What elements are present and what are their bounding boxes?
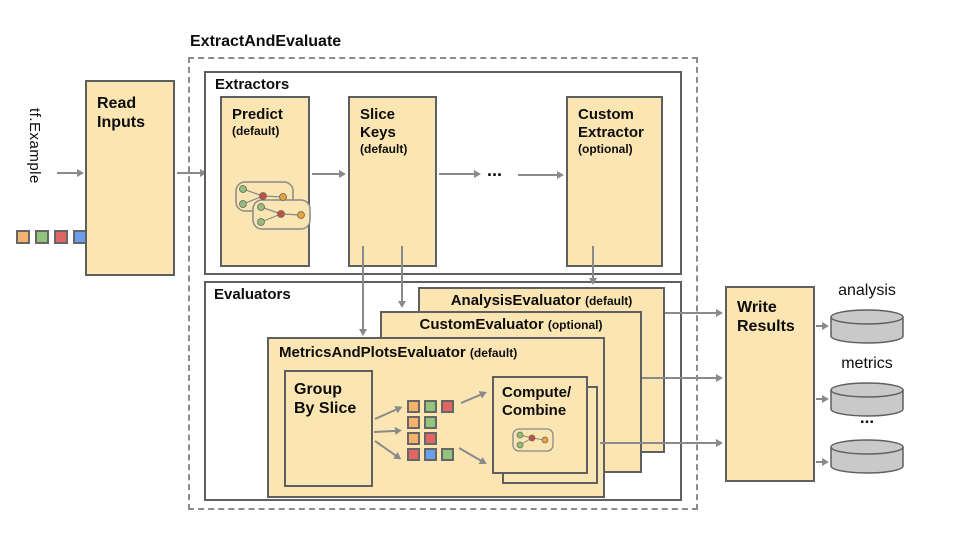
red-square: [407, 448, 420, 461]
metrics-evaluator-name: MetricsAndPlotsEvaluator: [279, 344, 466, 361]
slice-keys-extractor-box: Slice Keys (default): [348, 96, 437, 267]
sliced-examples-squares: [407, 400, 454, 464]
custom-evaluator-qualifier: (optional): [547, 318, 603, 332]
red-square: [54, 230, 68, 244]
slice-keys-qualifier: (default): [360, 142, 408, 156]
green-square: [35, 230, 49, 244]
group-by-slice-label: Group By Slice: [294, 381, 357, 418]
compute-combine-box: Compute/ Combine: [492, 376, 588, 474]
arrow-slice-keys-to-custom-evaluator: [398, 246, 406, 308]
arrow-predict-to-slice-keys: [312, 170, 346, 178]
input-format-label: tf.Example: [26, 108, 43, 184]
read-inputs-box: Read Inputs: [85, 80, 175, 276]
predict-label: Predict: [232, 106, 283, 123]
square-row: [407, 432, 454, 445]
arrow-input-to-read-inputs: [57, 169, 84, 177]
group-by-slice-box: Group By Slice: [284, 370, 373, 487]
more-database-cylinder: [830, 439, 904, 474]
blue-square: [424, 448, 437, 461]
analysis-evaluator-name: AnalysisEvaluator: [450, 292, 581, 309]
arrow-write-to-more-output: [816, 458, 829, 466]
read-inputs-label: Read Inputs: [97, 95, 145, 132]
analysis-evaluator-title: AnalysisEvaluator (default): [420, 289, 663, 309]
metrics-output-label: metrics: [841, 355, 893, 372]
analysis-evaluator-qualifier: (default): [584, 294, 633, 308]
orange-square: [407, 416, 420, 429]
predict-qualifier: (default): [232, 124, 280, 138]
evaluators-label: Evaluators: [214, 286, 291, 303]
orange-square: [407, 432, 420, 445]
custom-extractor-label: Custom Extractor: [578, 106, 644, 141]
analysis-output-label: analysis: [838, 282, 896, 299]
extractors-label: Extractors: [215, 76, 290, 93]
green-square: [424, 416, 437, 429]
custom-extractor-box: Custom Extractor (optional): [566, 96, 663, 267]
combine-graph-icon: [512, 428, 554, 452]
extract-and-evaluate-boundary: [188, 57, 698, 510]
red-square: [424, 432, 437, 445]
square-row: [407, 400, 454, 413]
red-square: [441, 400, 454, 413]
arrow-analysis-evaluator-to-write: [665, 309, 723, 317]
analysis-database-cylinder: [830, 309, 904, 344]
square-row: [16, 230, 87, 244]
pipeline-title: ExtractAndEvaluate: [190, 33, 342, 50]
more-extractors-ellipsis: ...: [487, 160, 503, 180]
arrow-slice-keys-to-metrics-evaluator: [359, 246, 367, 336]
slice-keys-label: Slice Keys: [360, 106, 396, 141]
orange-square: [16, 230, 30, 244]
square-row: [407, 448, 454, 461]
compute-combine-label: Compute/ Combine: [502, 384, 572, 419]
custom-evaluator-name: CustomEvaluator: [419, 316, 544, 333]
arrow-custom-evaluator-to-write: [642, 374, 723, 382]
metrics-evaluator-qualifier: (default): [469, 346, 518, 360]
arrow-custom-extractor-to-analysis-evaluator: [589, 246, 597, 285]
arrow-metrics-evaluator-to-write: [600, 439, 723, 447]
more-outputs-ellipsis: ...: [859, 408, 875, 427]
custom-evaluator-title: CustomEvaluator (optional): [382, 313, 640, 333]
write-results-box: Write Results: [725, 286, 815, 482]
arrow-write-to-analysis-output: [816, 322, 829, 330]
model-graph-icon: [235, 181, 311, 230]
arrow-more-to-custom-extractor: [518, 171, 564, 179]
square-row: [407, 416, 454, 429]
arrow-slice-keys-to-more-extractors: [439, 170, 481, 178]
green-square: [424, 400, 437, 413]
write-results-label: Write Results: [737, 299, 795, 336]
green-square: [441, 448, 454, 461]
input-examples-squares: [16, 230, 87, 247]
arrow-write-to-metrics-output: [816, 395, 829, 403]
orange-square: [407, 400, 420, 413]
metrics-database-cylinder: [830, 382, 904, 417]
metrics-evaluator-title: MetricsAndPlotsEvaluator (default): [269, 339, 603, 361]
custom-extractor-qualifier: (optional): [578, 142, 633, 156]
